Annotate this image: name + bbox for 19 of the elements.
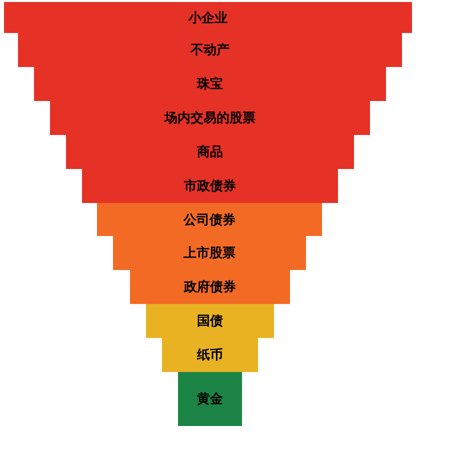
- funnel-bar: [178, 372, 242, 426]
- bar-label: 上市股票: [184, 244, 236, 262]
- funnel-bar: [130, 270, 290, 304]
- funnel-bar: [162, 338, 258, 372]
- funnel-bar: [97, 203, 322, 236]
- bar-label: 国债: [197, 313, 223, 330]
- bar-label: 黄金: [197, 391, 223, 408]
- bar-label: 纸币: [197, 346, 223, 364]
- bar-label: 商品: [197, 144, 223, 161]
- bar-label: 不动产: [190, 42, 230, 59]
- bar-label: 场内交易的股票: [164, 110, 256, 127]
- bar-label: 市政债券: [184, 178, 236, 195]
- bar-label: 政府债券: [184, 278, 236, 296]
- bar-label: 小企业: [188, 10, 228, 26]
- bar-label: 珠宝: [197, 76, 223, 93]
- funnel-bar: [146, 304, 274, 338]
- bar-label: 公司债券: [184, 212, 236, 228]
- funnel-bar: [82, 169, 338, 203]
- funnel-bar: [4, 2, 412, 33]
